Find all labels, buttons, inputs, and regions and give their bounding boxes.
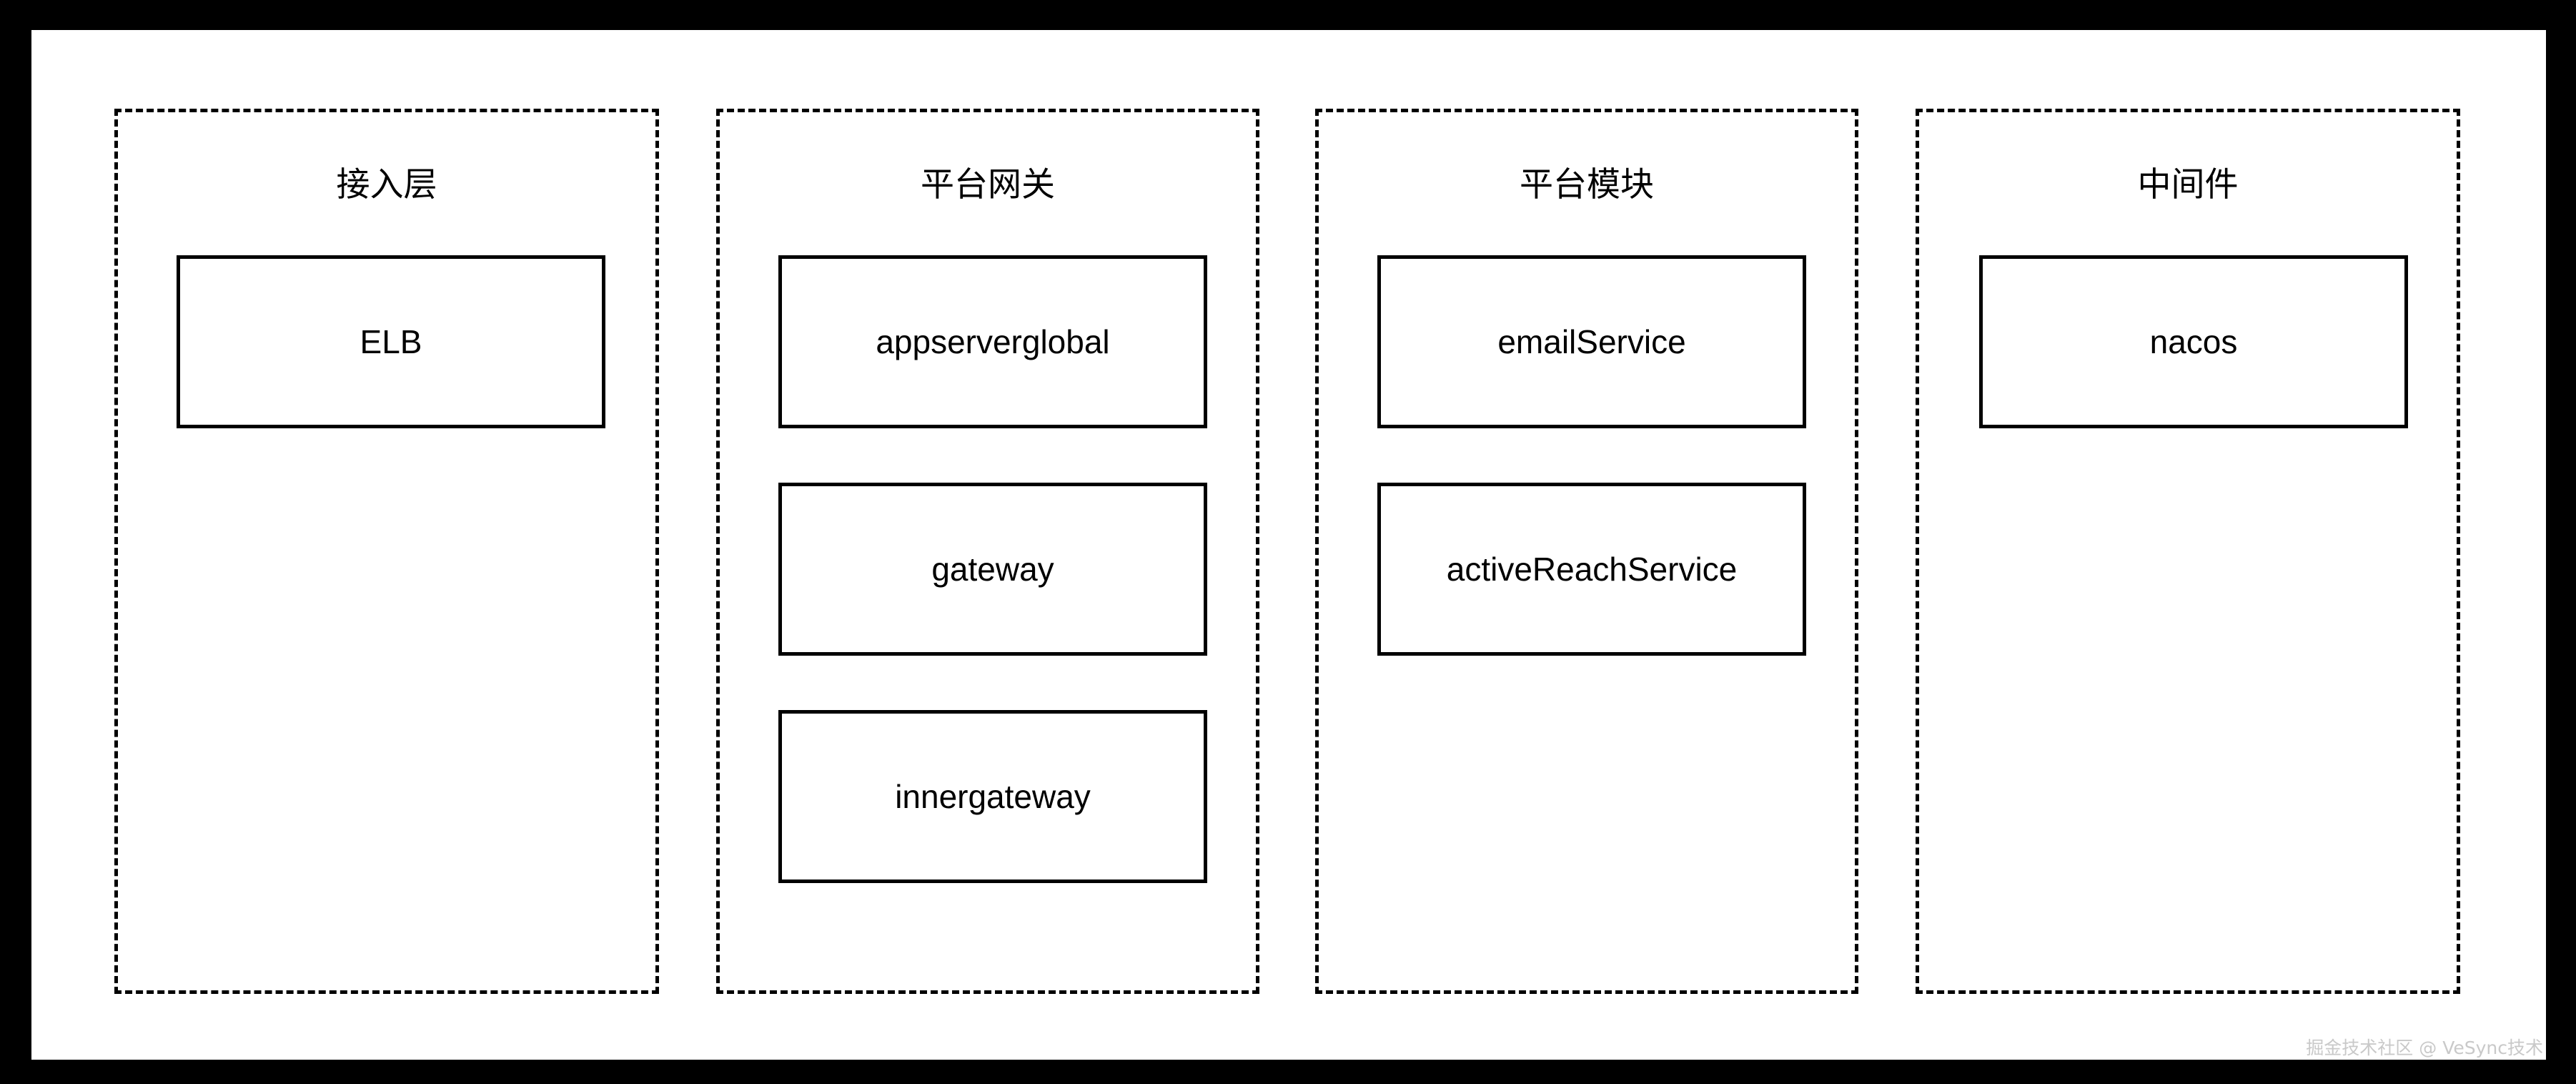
node-label-elb: ELB	[360, 323, 422, 360]
group-title-access-layer: 接入层	[336, 165, 437, 205]
node-appserverglobal[interactable]: appserverglobal	[778, 255, 1207, 428]
node-activereachservice[interactable]: activeReachService	[1377, 483, 1806, 656]
node-label-nacos: nacos	[2149, 323, 2238, 360]
group-title-platform-gateway: 平台网关	[921, 165, 1055, 205]
node-label-emailservice: emailService	[1497, 323, 1686, 360]
group-platform-gateway: 平台网关 appserverglobal gateway innergatewa…	[716, 109, 1259, 994]
node-label-innergateway: innergateway	[895, 778, 1091, 815]
node-label-activereachservice: activeReachService	[1446, 551, 1738, 588]
group-platform-module: 平台模块 emailService activeReachService	[1315, 109, 1858, 994]
node-nacos[interactable]: nacos	[1979, 255, 2408, 428]
group-title-platform-module: 平台模块	[1520, 165, 1654, 205]
node-innergateway[interactable]: innergateway	[778, 710, 1207, 883]
group-middleware: 中间件 nacos	[1916, 109, 2460, 994]
watermark: 掘金技术社区 @ VeSync技术	[2306, 1038, 2543, 1058]
node-elb[interactable]: ELB	[177, 255, 605, 428]
group-access-layer: 接入层 ELB	[114, 109, 659, 994]
node-emailservice[interactable]: emailService	[1377, 255, 1806, 428]
node-gateway[interactable]: gateway	[778, 483, 1207, 656]
diagram-canvas: 接入层 ELB 平台网关 appserverglobal gateway inn…	[31, 30, 2546, 1060]
group-title-middleware: 中间件	[2137, 165, 2239, 205]
node-label-gateway: gateway	[931, 551, 1054, 588]
node-label-appserverglobal: appserverglobal	[876, 323, 1110, 360]
